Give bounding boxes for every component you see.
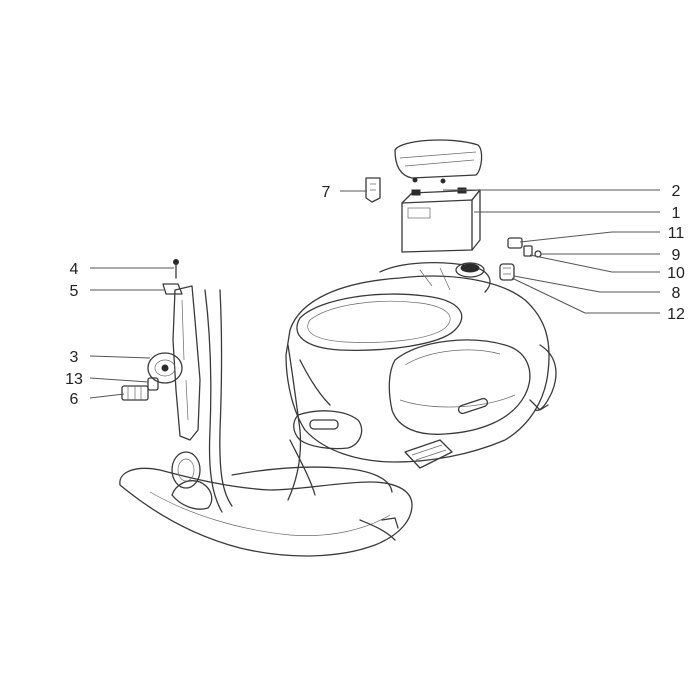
leader-8 [513,275,601,293]
callout-13: 13 [65,371,83,388]
callout-6: 6 [70,391,79,408]
leader-3 [89,355,151,359]
front-bracket-assembly [121,259,201,441]
fuse-holder [365,177,381,203]
scooter-frame [119,261,557,557]
leader-13 [89,377,149,383]
leader-lines [89,189,660,399]
leader-12 [511,277,586,314]
callout-1: 1 [672,205,681,222]
battery [401,177,481,253]
callout-10: 10 [667,265,685,282]
callout-12: 12 [667,306,685,323]
leader-6 [89,393,125,399]
callout-5: 5 [70,283,79,300]
leader-11 [519,231,613,243]
callout-8: 8 [672,285,681,302]
callout-2: 2 [672,183,681,200]
leader-10 [529,254,613,273]
callout-7: 7 [322,184,331,201]
callout-11: 11 [668,225,685,242]
callout-labels: 2 1 7 11 9 10 8 12 4 5 3 13 6 [65,183,685,408]
battery-cover [394,139,483,179]
callout-3: 3 [70,349,79,366]
callout-9: 9 [672,247,681,264]
relay-connectors [499,237,542,281]
callout-4: 4 [70,261,79,278]
